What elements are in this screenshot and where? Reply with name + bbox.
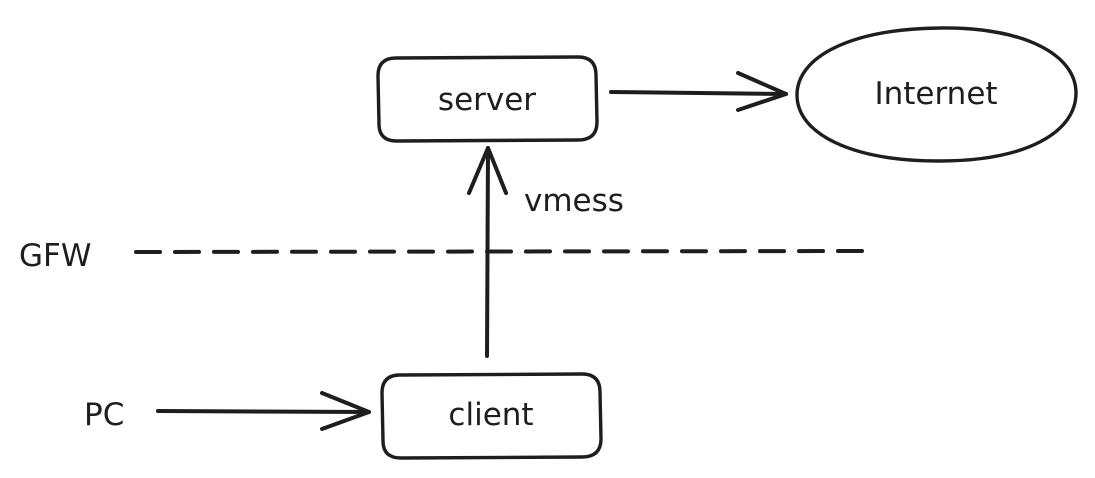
internet-node: Internet bbox=[795, 26, 1078, 163]
internet-node-label: Internet bbox=[874, 76, 997, 112]
client-node: client bbox=[380, 372, 603, 460]
server-to-internet-arrow bbox=[609, 71, 788, 112]
source-label: PC bbox=[84, 397, 124, 433]
server-node: server bbox=[376, 55, 599, 143]
client-node-label: client bbox=[448, 397, 533, 433]
firewall-line bbox=[134, 249, 870, 254]
protocol-label: vmess bbox=[524, 183, 624, 219]
server-node-label: server bbox=[438, 82, 536, 118]
firewall-label: GFW bbox=[19, 238, 92, 274]
pc-to-client-arrow bbox=[156, 391, 371, 431]
